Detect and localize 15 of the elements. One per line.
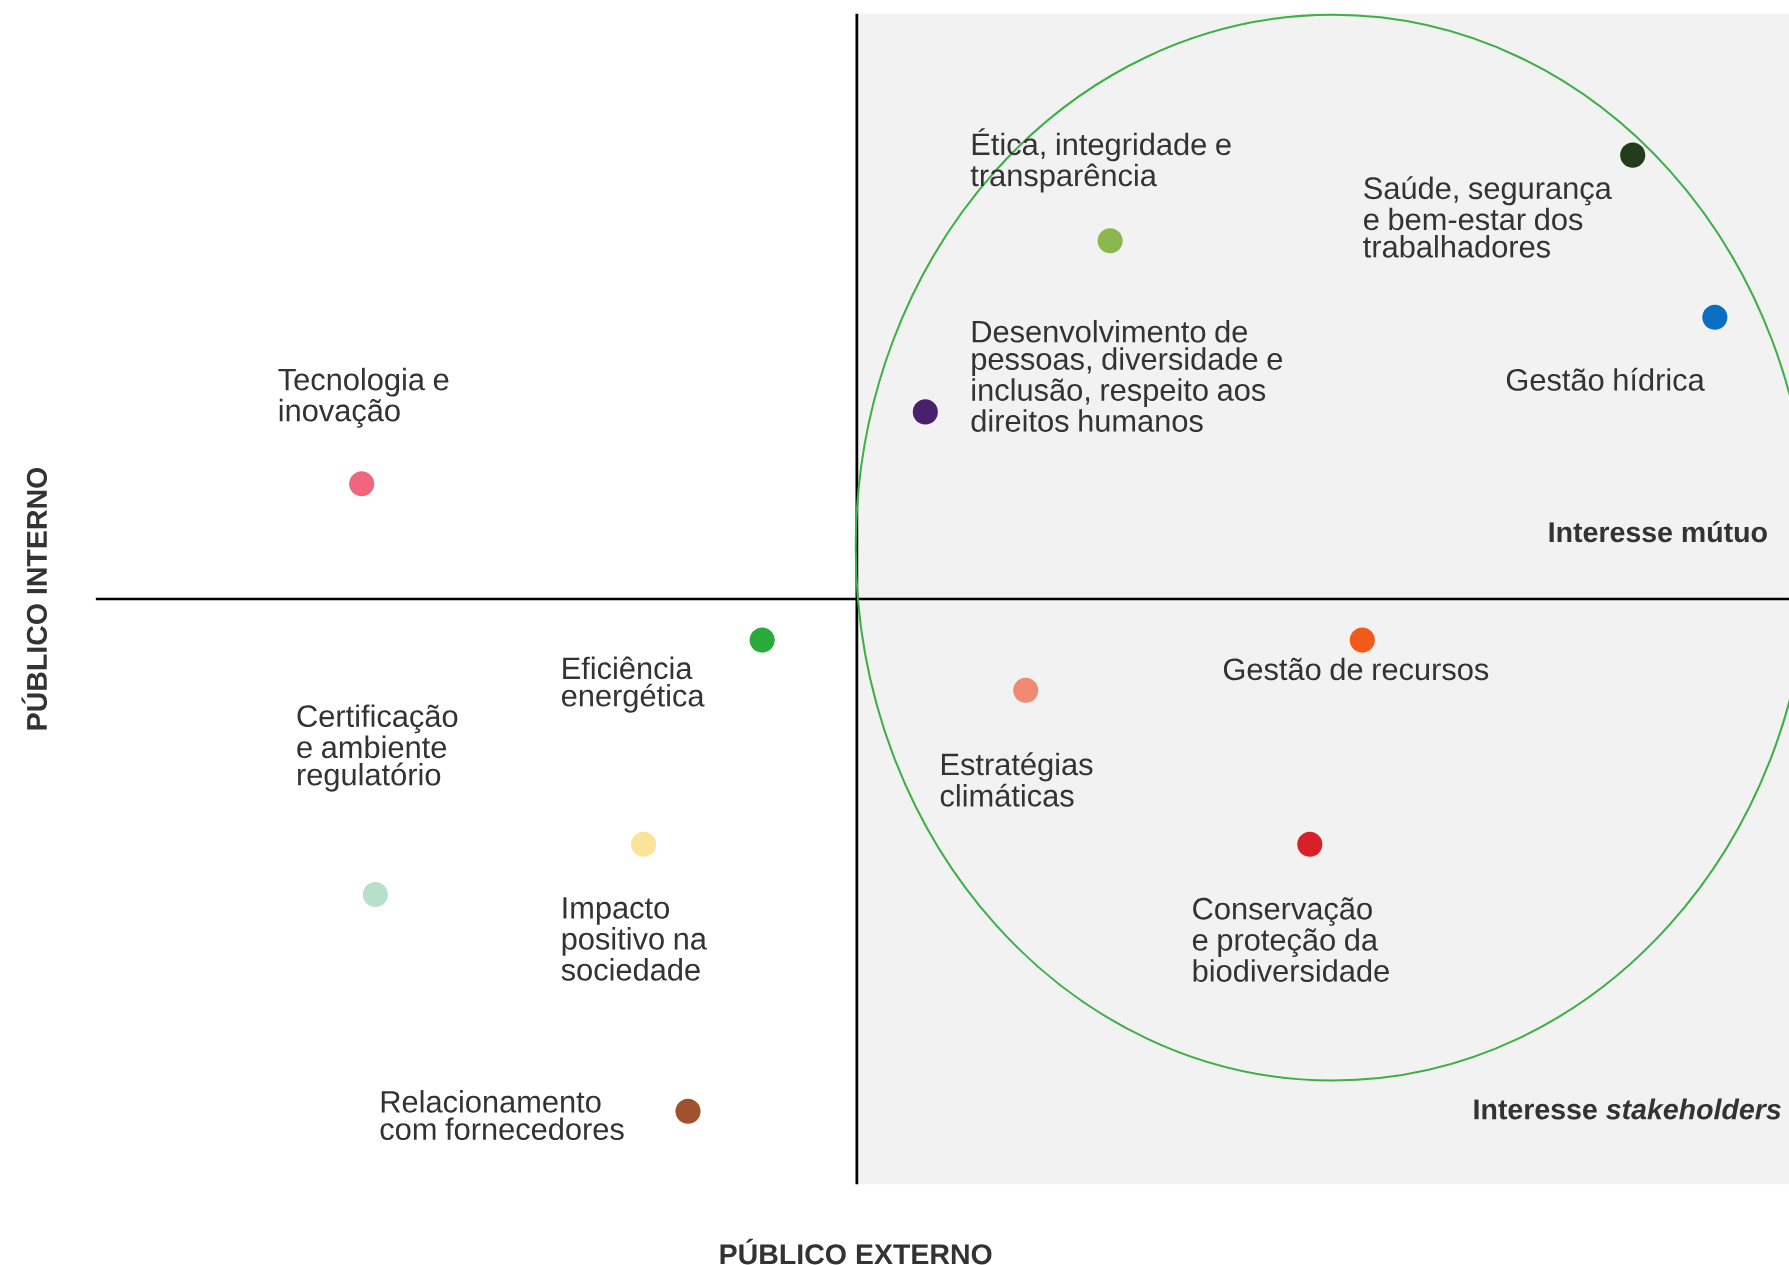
topic-label: Estratégias climáticas xyxy=(940,752,1093,807)
topic-label: Gestão de recursos xyxy=(1223,657,1489,681)
axis-title: PÚBLICO INTERNO xyxy=(21,467,48,730)
axis-title: Interesse mútuo xyxy=(1549,520,1767,543)
topic-label: Desenvolvimento de pessoas, diversidade e inclusão, respeito aos direitos humanos xyxy=(971,319,1283,432)
axis-title: PÚBLICO EXTERNO xyxy=(720,1238,992,1265)
topic-label: Saúde, segurança e bem-estar dos trabalhadores xyxy=(1363,176,1612,258)
topic-label: Gestão hídrica xyxy=(1506,367,1705,391)
topic-label: Impacto positivo na sociedade xyxy=(561,897,707,981)
topic-label: Relacionamento com fornecedores xyxy=(380,1089,624,1140)
topic-label: Certificação e ambiente regulatório xyxy=(297,704,458,792)
topic-label: Eficiência energética xyxy=(562,656,705,713)
topic-label: Conservação e proteção da biodiversidade xyxy=(1192,897,1389,982)
axis-title: Interesse stakeholders xyxy=(1474,1098,1781,1120)
topic-label: Tecnologia e inovação xyxy=(278,367,449,428)
